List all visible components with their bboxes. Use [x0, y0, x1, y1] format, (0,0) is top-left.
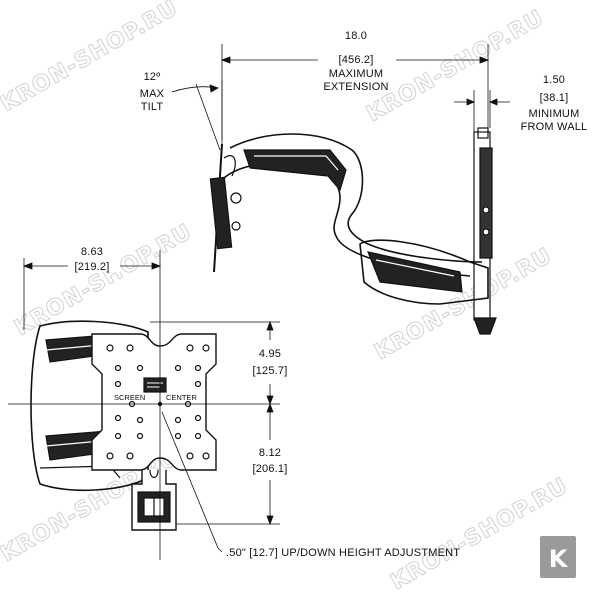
kron-logo: K	[540, 536, 576, 578]
hole	[114, 380, 122, 388]
logo-badge	[540, 536, 576, 578]
wall-label-1: MINIMUM	[529, 108, 580, 120]
bolt	[482, 228, 490, 236]
arrowhead	[488, 98, 498, 106]
hole	[194, 414, 202, 422]
lower-label-bg	[246, 440, 296, 480]
arrowhead	[479, 56, 490, 64]
hole	[194, 432, 202, 440]
front-view	[30, 320, 217, 531]
wall-label-2: FROM WALL	[521, 121, 588, 133]
arm-slot-lower-highlight	[375, 259, 455, 277]
hole	[202, 344, 210, 352]
width-label-bg	[68, 260, 120, 272]
arm-slot-lower	[367, 251, 463, 293]
width-value: 8.63	[81, 246, 103, 258]
pivot	[231, 221, 241, 231]
center-lines	[8, 250, 280, 560]
hole	[194, 380, 202, 388]
upper-metric: [125.7]	[252, 365, 287, 377]
clamp-top	[149, 469, 159, 479]
hole	[186, 344, 194, 352]
bolt	[482, 206, 490, 214]
extension-label-2: EXTENSION	[323, 81, 388, 93]
hole	[174, 364, 182, 372]
wall-plate-foot	[473, 317, 497, 335]
leader-tail	[217, 547, 223, 553]
plate-screen-label: SCREEN	[114, 393, 145, 402]
side-view-arm	[209, 127, 497, 335]
watermark: KRON-SHOP.RU	[363, 5, 549, 127]
extension-label-1: MAXIMUM	[329, 68, 384, 80]
arrowhead	[220, 56, 231, 64]
hole	[106, 452, 114, 460]
upper-arm-outline	[229, 133, 483, 263]
hole	[136, 432, 144, 440]
arm-body-front	[30, 320, 149, 491]
arrowhead	[151, 262, 162, 270]
hole	[114, 414, 122, 422]
wall-metric: [38.1]	[540, 92, 569, 104]
hole	[114, 432, 122, 440]
plate-label-sticker	[143, 377, 167, 393]
logo-letter: K	[549, 545, 569, 573]
arm-slot-upper	[243, 149, 347, 192]
arrowhead	[209, 84, 219, 93]
hole	[174, 432, 182, 440]
center-point	[157, 401, 163, 407]
tilt-hinge	[223, 155, 236, 177]
extension-metric: [456.2]	[338, 54, 373, 66]
hole	[174, 416, 182, 424]
hole	[186, 452, 194, 460]
wall-bracket	[479, 147, 493, 259]
tilt-dimension	[171, 80, 223, 151]
hole	[136, 364, 144, 372]
adjustment-leader	[161, 411, 223, 553]
tilt-value: 12º	[144, 71, 161, 83]
plate-center-label: CENTER	[166, 393, 197, 402]
arrowhead	[266, 320, 274, 331]
hole	[126, 452, 134, 460]
wall-dimension	[454, 90, 510, 132]
tilt-head	[209, 176, 233, 250]
lower-value: 8.12	[259, 447, 281, 459]
upper-value: 4.95	[259, 348, 281, 360]
width-metric: [219.2]	[74, 261, 109, 273]
pivot	[230, 192, 242, 204]
hole	[136, 416, 144, 424]
arrowhead	[22, 262, 33, 270]
arrowhead	[466, 98, 476, 106]
watermark: KRON-SHOP.RU	[11, 219, 197, 341]
tilt-angle-line	[195, 83, 221, 151]
arm-slot-highlight	[254, 155, 339, 171]
adjustment-note: .50" [12.7] UP/DOWN HEIGHT ADJUSTMENT	[226, 547, 460, 559]
vesa-plate	[91, 333, 217, 471]
extension-value: 18.0	[345, 30, 367, 42]
tilt-label-1: MAX	[140, 88, 165, 100]
hole	[114, 364, 122, 372]
hole	[202, 452, 210, 460]
wall-plate-top	[477, 127, 489, 139]
lower-arm	[359, 239, 489, 305]
tilt-label-2: TILT	[141, 101, 164, 113]
arrowhead	[266, 395, 274, 406]
lower-metric: [206.1]	[252, 463, 287, 475]
upper-label-bg	[246, 340, 296, 384]
wall-value: 1.50	[543, 74, 565, 86]
arrowhead	[266, 402, 274, 413]
hole	[106, 344, 114, 352]
arrowhead	[266, 515, 274, 526]
plate-holes	[106, 344, 210, 460]
leader-line	[161, 411, 219, 549]
hole	[126, 344, 134, 352]
hole	[194, 364, 202, 372]
extension-label-bg	[318, 54, 396, 66]
